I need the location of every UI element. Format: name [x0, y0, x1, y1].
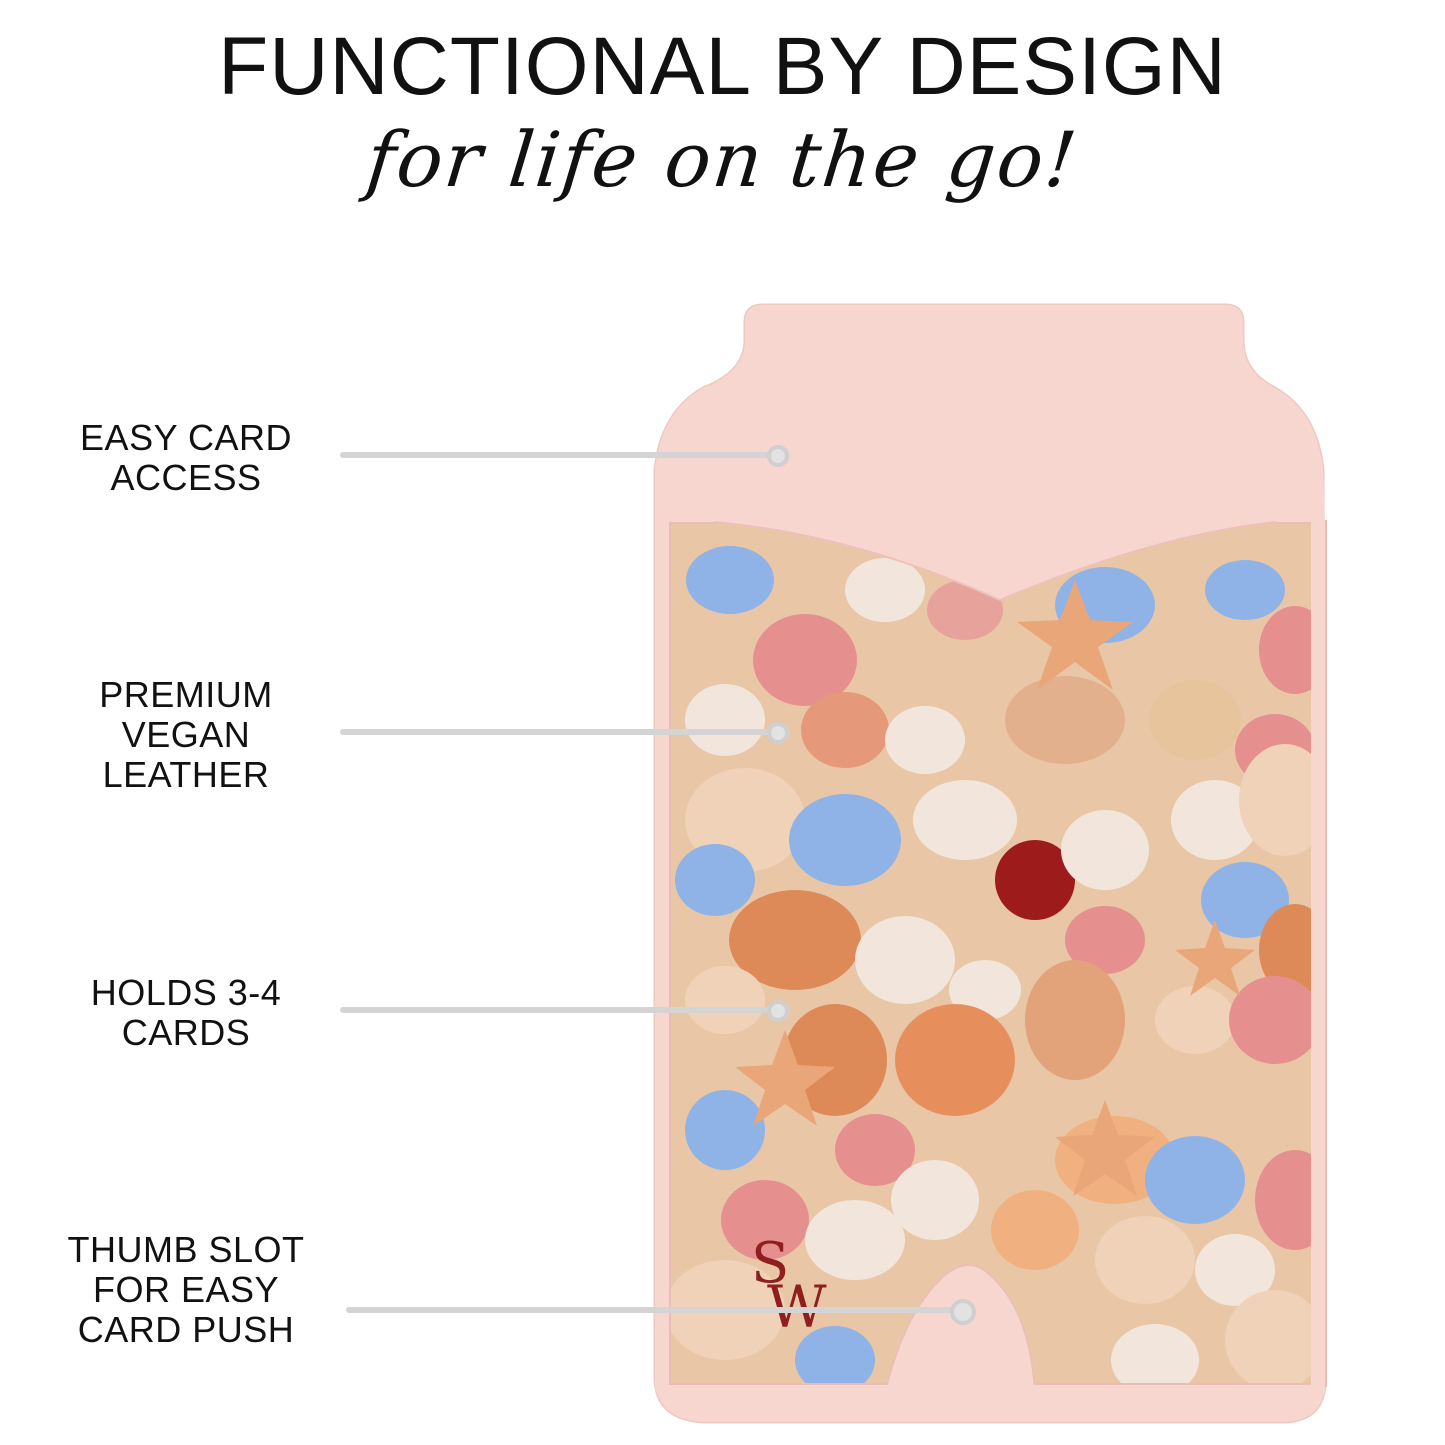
leader-dot-holds-cards — [767, 1000, 789, 1022]
thumb-slot — [883, 1264, 1037, 1393]
monogram-logo: S W — [745, 1236, 845, 1340]
leader-line-thumb-slot — [346, 1307, 964, 1313]
callout-label-premium-vegan-leather: PREMIUM VEGAN LEATHER — [99, 674, 273, 795]
product-image — [635, 300, 1355, 1430]
leader-line-premium-vegan-leather — [340, 729, 778, 735]
page-subtitle: for life on the go! — [362, 115, 1083, 204]
leader-line-holds-cards — [340, 1007, 778, 1013]
page-title: FUNCTIONAL BY DESIGN — [218, 21, 1227, 112]
leader-line-easy-card-access — [340, 452, 778, 458]
callout-label-holds-cards: HOLDS 3-4 CARDS — [90, 972, 282, 1053]
callout-label-easy-card-access: EASY CARD ACCESS — [80, 417, 292, 498]
leader-dot-premium-vegan-leather — [767, 722, 789, 744]
leader-dot-easy-card-access — [767, 445, 789, 467]
monogram-s: S — [751, 1231, 790, 1296]
callout-label-thumb-slot: THUMB SLOT FOR EASY CARD PUSH — [67, 1229, 305, 1350]
card-access-flap — [655, 305, 1325, 600]
seashell-pocket — [669, 522, 1325, 1385]
leader-dot-thumb-slot — [950, 1299, 976, 1325]
